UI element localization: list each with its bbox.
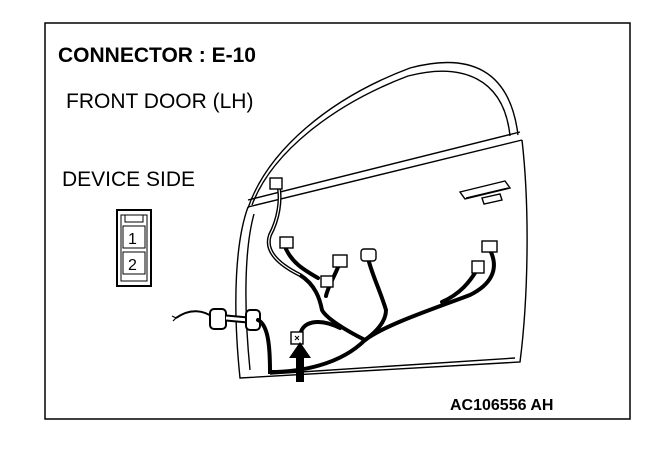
door-outline [235, 61, 528, 379]
pin-1-cell [122, 225, 146, 249]
pointer-arrow [289, 342, 311, 382]
e10-connector [290, 331, 304, 345]
connector-title: CONNECTOR : E-10 [58, 44, 256, 67]
figure-code: AC106556 AH [450, 397, 553, 414]
location-label: FRONT DOOR (LH) [66, 90, 253, 113]
harness-connectors [269, 177, 498, 288]
harness-entry [171, 308, 261, 331]
pin-1-label: 1 [128, 231, 137, 248]
connector-face: 1 2 [116, 209, 152, 287]
door-handle [458, 180, 512, 205]
pin-2-label: 2 [128, 257, 137, 274]
view-label: DEVICE SIDE [62, 168, 195, 191]
pin-2-cell [122, 251, 146, 275]
wiring-harness-core [268, 183, 301, 276]
